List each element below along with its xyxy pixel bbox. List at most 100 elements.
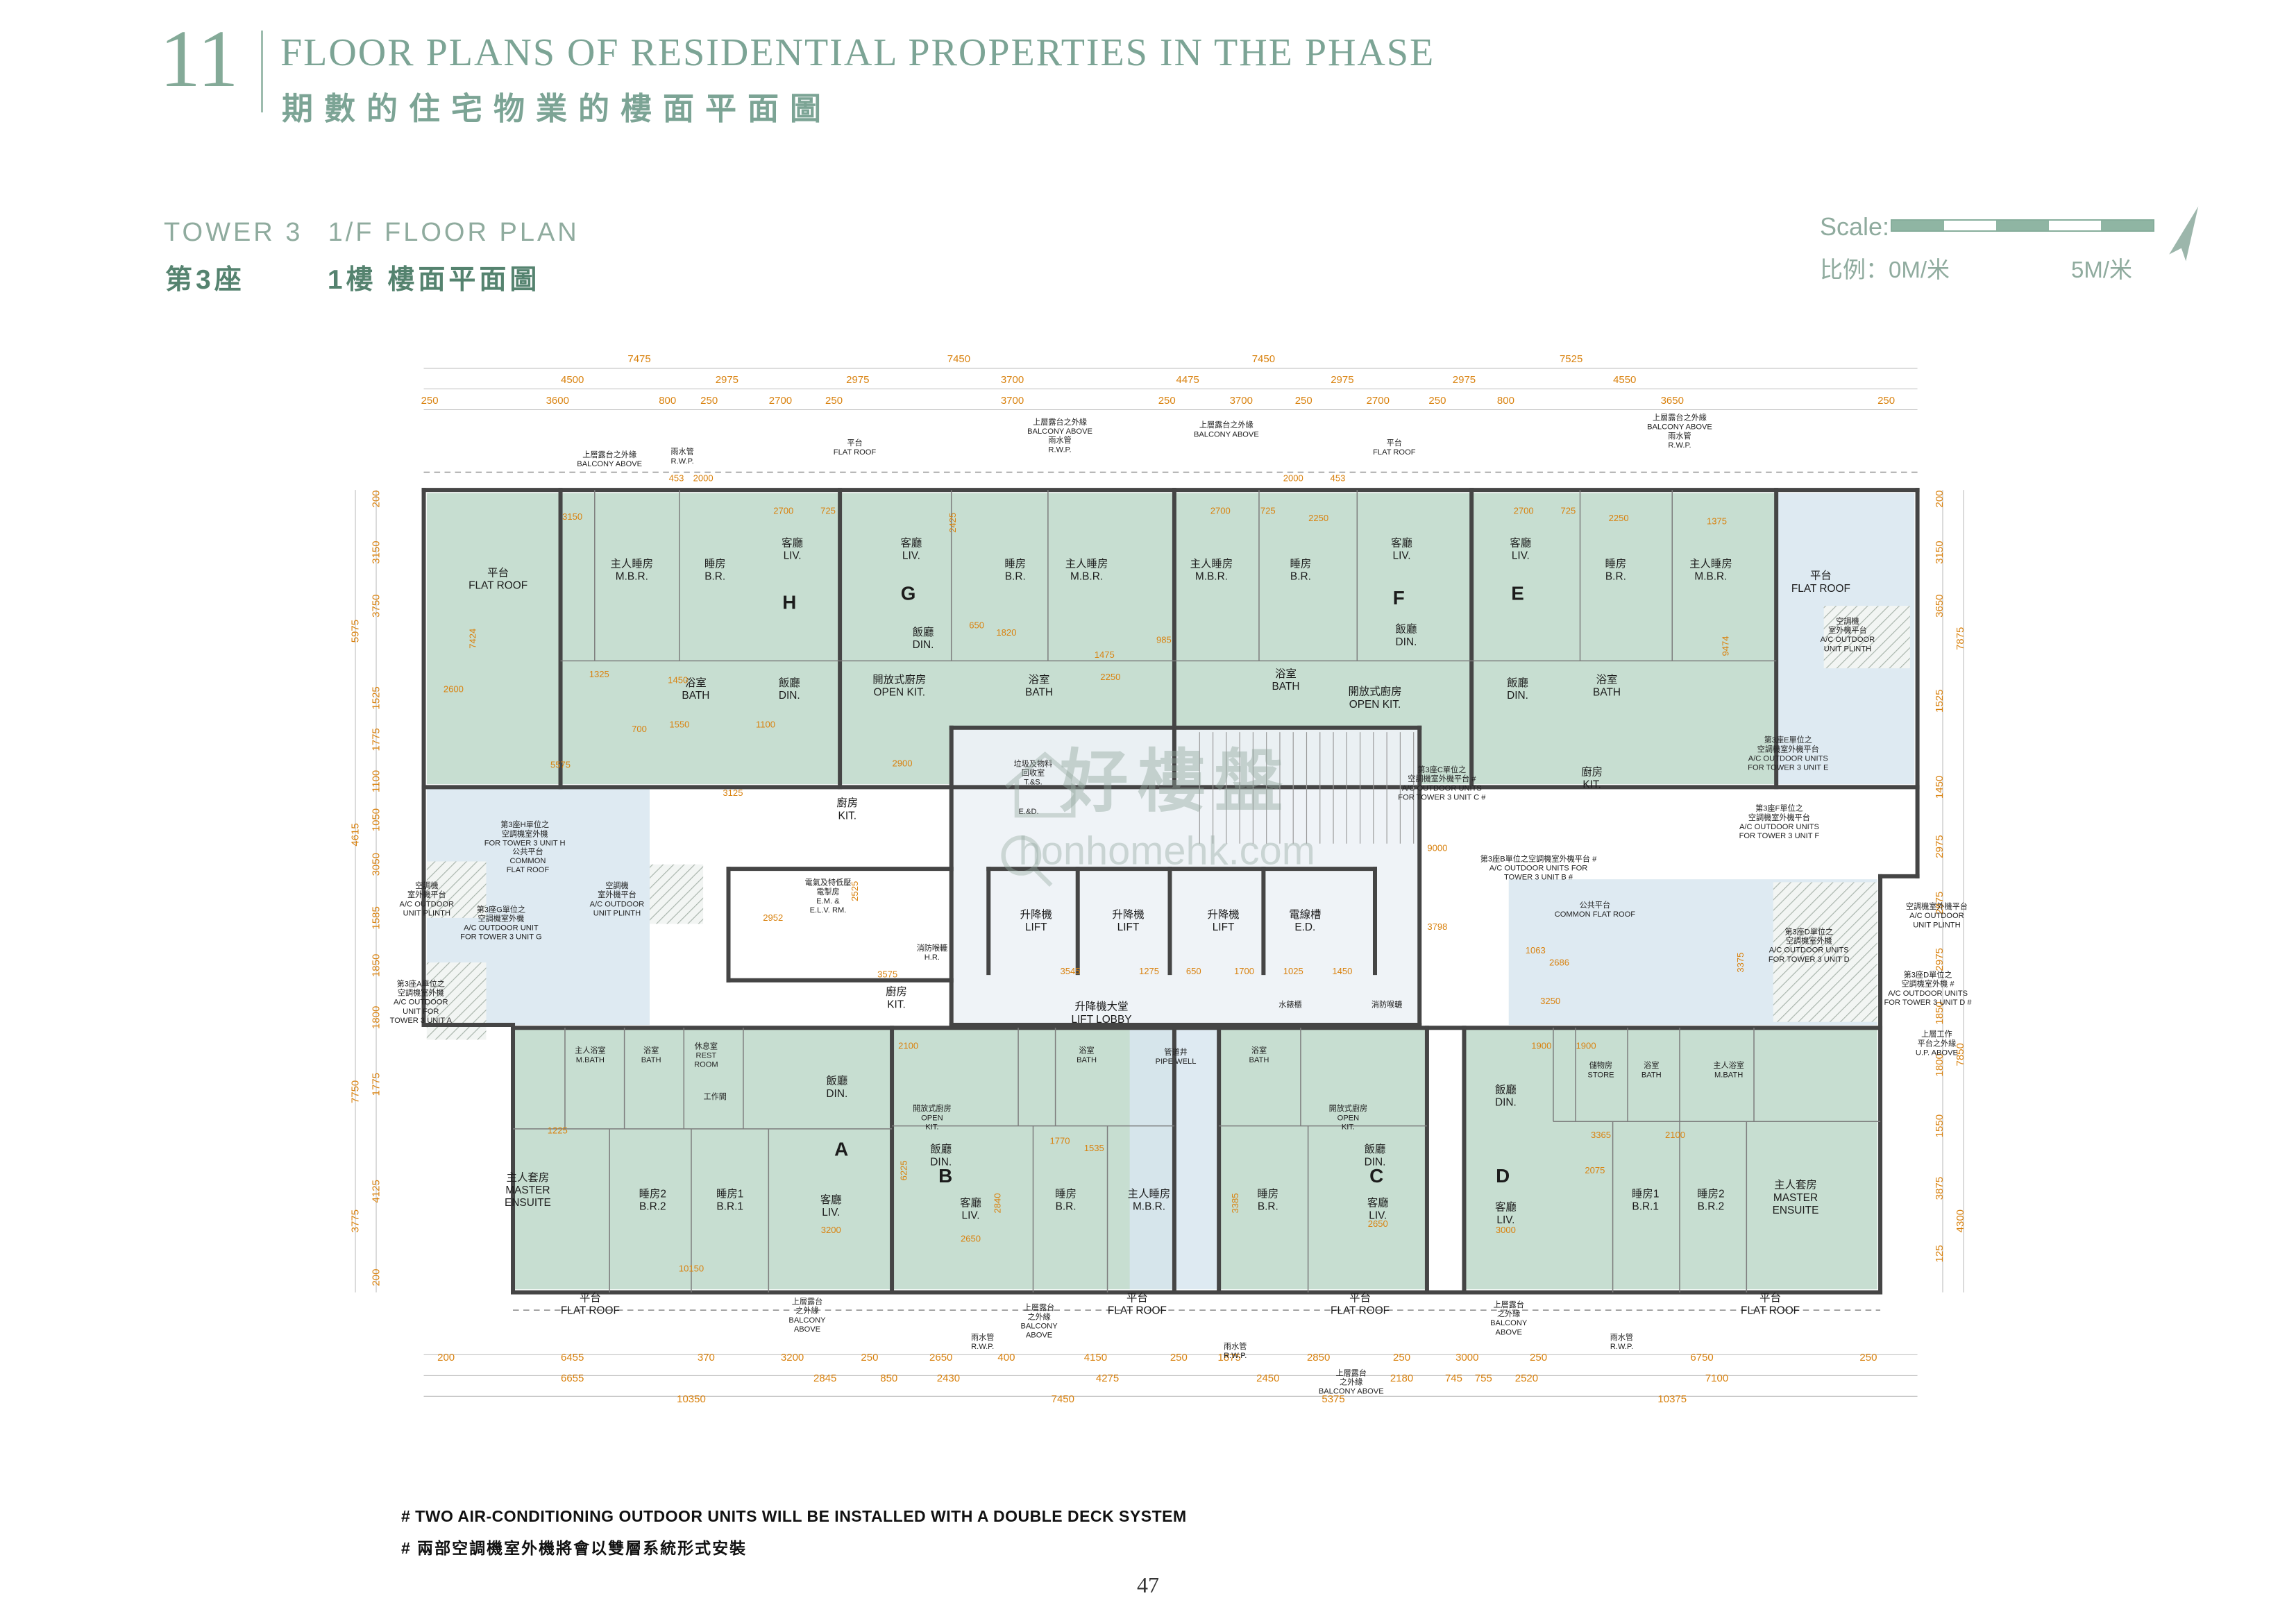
dimension-label: 4275 — [1096, 1373, 1119, 1384]
dimension-label: 2250 — [1609, 513, 1629, 523]
dimension-label: 1225 — [548, 1125, 568, 1135]
dimension-label: 3650 — [1661, 395, 1684, 407]
dimension-label: 1525 — [370, 686, 382, 709]
dimension-label: 3150 — [562, 511, 582, 522]
dimension-label: 3365 — [1591, 1130, 1611, 1140]
annotation-label: E.&D. — [1019, 808, 1039, 816]
dimension-label: 1775 — [370, 728, 382, 751]
dimension-label: 2075 — [1585, 1165, 1605, 1175]
dimension-label: 745 — [1445, 1373, 1462, 1384]
dimension-label: 1100 — [370, 770, 382, 792]
dimension-label: 3575 — [877, 969, 897, 979]
dimension-label: 2700 — [1514, 505, 1534, 516]
dimension-label: 2952 — [763, 912, 783, 923]
dimension-label: 3600 — [546, 395, 569, 407]
unit-letter: A — [834, 1138, 848, 1159]
tower-title-zh: 第3座 1樓 樓面平面圖 — [165, 258, 540, 297]
unit-letter: E — [1511, 583, 1524, 604]
ac-plinth-hatch — [426, 861, 487, 918]
dimension-label: 7750 — [349, 1080, 361, 1103]
ac-plinth-hatch — [650, 864, 704, 924]
floor-area — [426, 493, 841, 785]
dimension-label: 5575 — [550, 760, 571, 770]
dimension-label: 2975 — [716, 374, 738, 386]
dimension-label: 250 — [700, 395, 718, 407]
dimension-label: 3700 — [1001, 374, 1024, 386]
dimension-label: 3150 — [1934, 541, 1945, 563]
unit-letter: B — [938, 1165, 952, 1187]
dimension-label: 250 — [1859, 1352, 1877, 1363]
dimension-label: 2975 — [1934, 835, 1945, 858]
page-title-zh: 期數的住宅物業的樓面平面圖 — [282, 92, 833, 126]
footnote-zh: # 兩部空調機室外機將會以雙層系統形式安裝 — [401, 1539, 748, 1557]
dimension-label: 4475 — [1176, 374, 1199, 386]
scale-bar-segment — [1944, 221, 1997, 230]
dimension-label: 4125 — [370, 1180, 382, 1203]
dimension-label: 3875 — [1934, 1177, 1945, 1200]
dimension-label: 1900 — [1531, 1040, 1551, 1051]
dimension-label: 5975 — [349, 620, 361, 643]
floor-area — [1464, 1028, 1877, 1290]
dimension-label: 2650 — [1368, 1218, 1388, 1229]
dimension-label: 3385 — [1230, 1193, 1240, 1213]
dimension-label: 2250 — [1100, 672, 1120, 682]
dimension-label: 5375 — [1322, 1393, 1344, 1405]
dimension-label: 2180 — [1390, 1373, 1413, 1384]
floor-area — [1219, 1028, 1427, 1290]
dimension-label: 2850 — [1307, 1352, 1330, 1363]
dimension-label: 3650 — [1934, 595, 1945, 618]
scale-bar-segment — [1996, 221, 2049, 230]
dimension-label: 453 — [669, 473, 684, 483]
north-arrow-icon — [2157, 201, 2215, 274]
dimension-label: 3050 — [370, 853, 382, 876]
dimension-label: 200 — [370, 1269, 382, 1286]
dimension-label: 7450 — [1052, 1393, 1074, 1405]
scale-bar-segment — [2100, 221, 2154, 230]
dimension-label: 1775 — [370, 1073, 382, 1096]
dimension-label: 250 — [1877, 395, 1895, 407]
dimension-label: 7100 — [1705, 1373, 1728, 1384]
dimension-label: 2000 — [1283, 473, 1303, 483]
dimension-label: 1450 — [1934, 776, 1945, 799]
dimension-label: 725 — [1560, 505, 1576, 516]
dimension-label: 1875 — [1217, 1352, 1240, 1363]
dimension-label: 3150 — [370, 541, 382, 563]
dimension-label: 1375 — [1707, 516, 1727, 526]
dimension-label: 755 — [1475, 1373, 1492, 1384]
dimension-label: 2840 — [992, 1193, 1002, 1213]
dimension-label: 1275 — [1139, 966, 1159, 976]
